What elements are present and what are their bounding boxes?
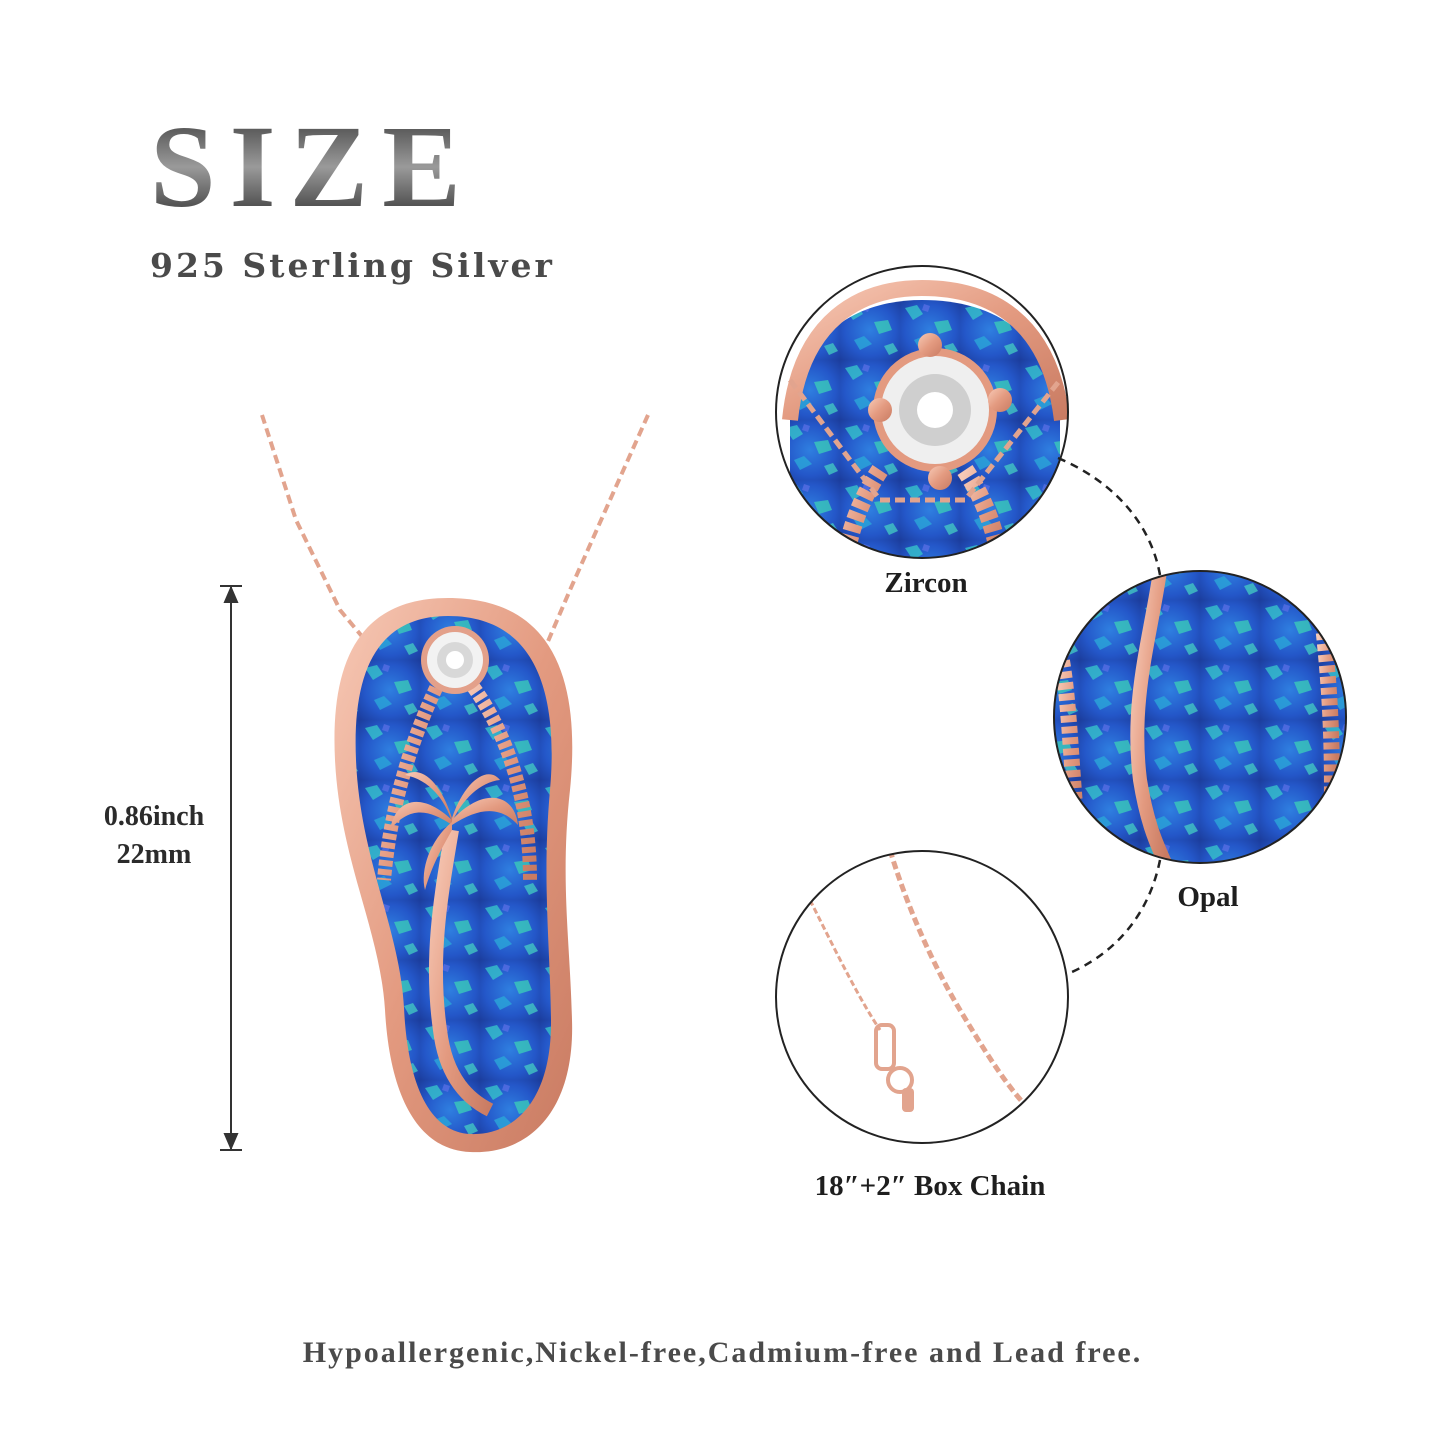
- zircon-detail-image: [775, 265, 1069, 559]
- material-subtitle: 925 Sterling Silver: [150, 246, 555, 285]
- zircon-label: Zircon: [884, 567, 968, 599]
- chain-label: 18″+2″ Box Chain: [814, 1170, 1046, 1202]
- dimension-inch: 0.86inch: [103, 801, 205, 832]
- opal-detail-image: [1053, 570, 1347, 864]
- opal-label: Opal: [1177, 881, 1239, 913]
- page-title: SIZE: [150, 101, 475, 232]
- material-disclaimer: Hypoallergenic,Nickel-free,Cadmium-free …: [302, 1336, 1143, 1369]
- chain-detail-image: [775, 850, 1069, 1144]
- detail-connector: [1057, 456, 1162, 974]
- flip-flop-pendant: [334, 598, 573, 1153]
- dimension-mm: 22mm: [116, 839, 192, 870]
- dimension-indicator: [220, 585, 242, 1151]
